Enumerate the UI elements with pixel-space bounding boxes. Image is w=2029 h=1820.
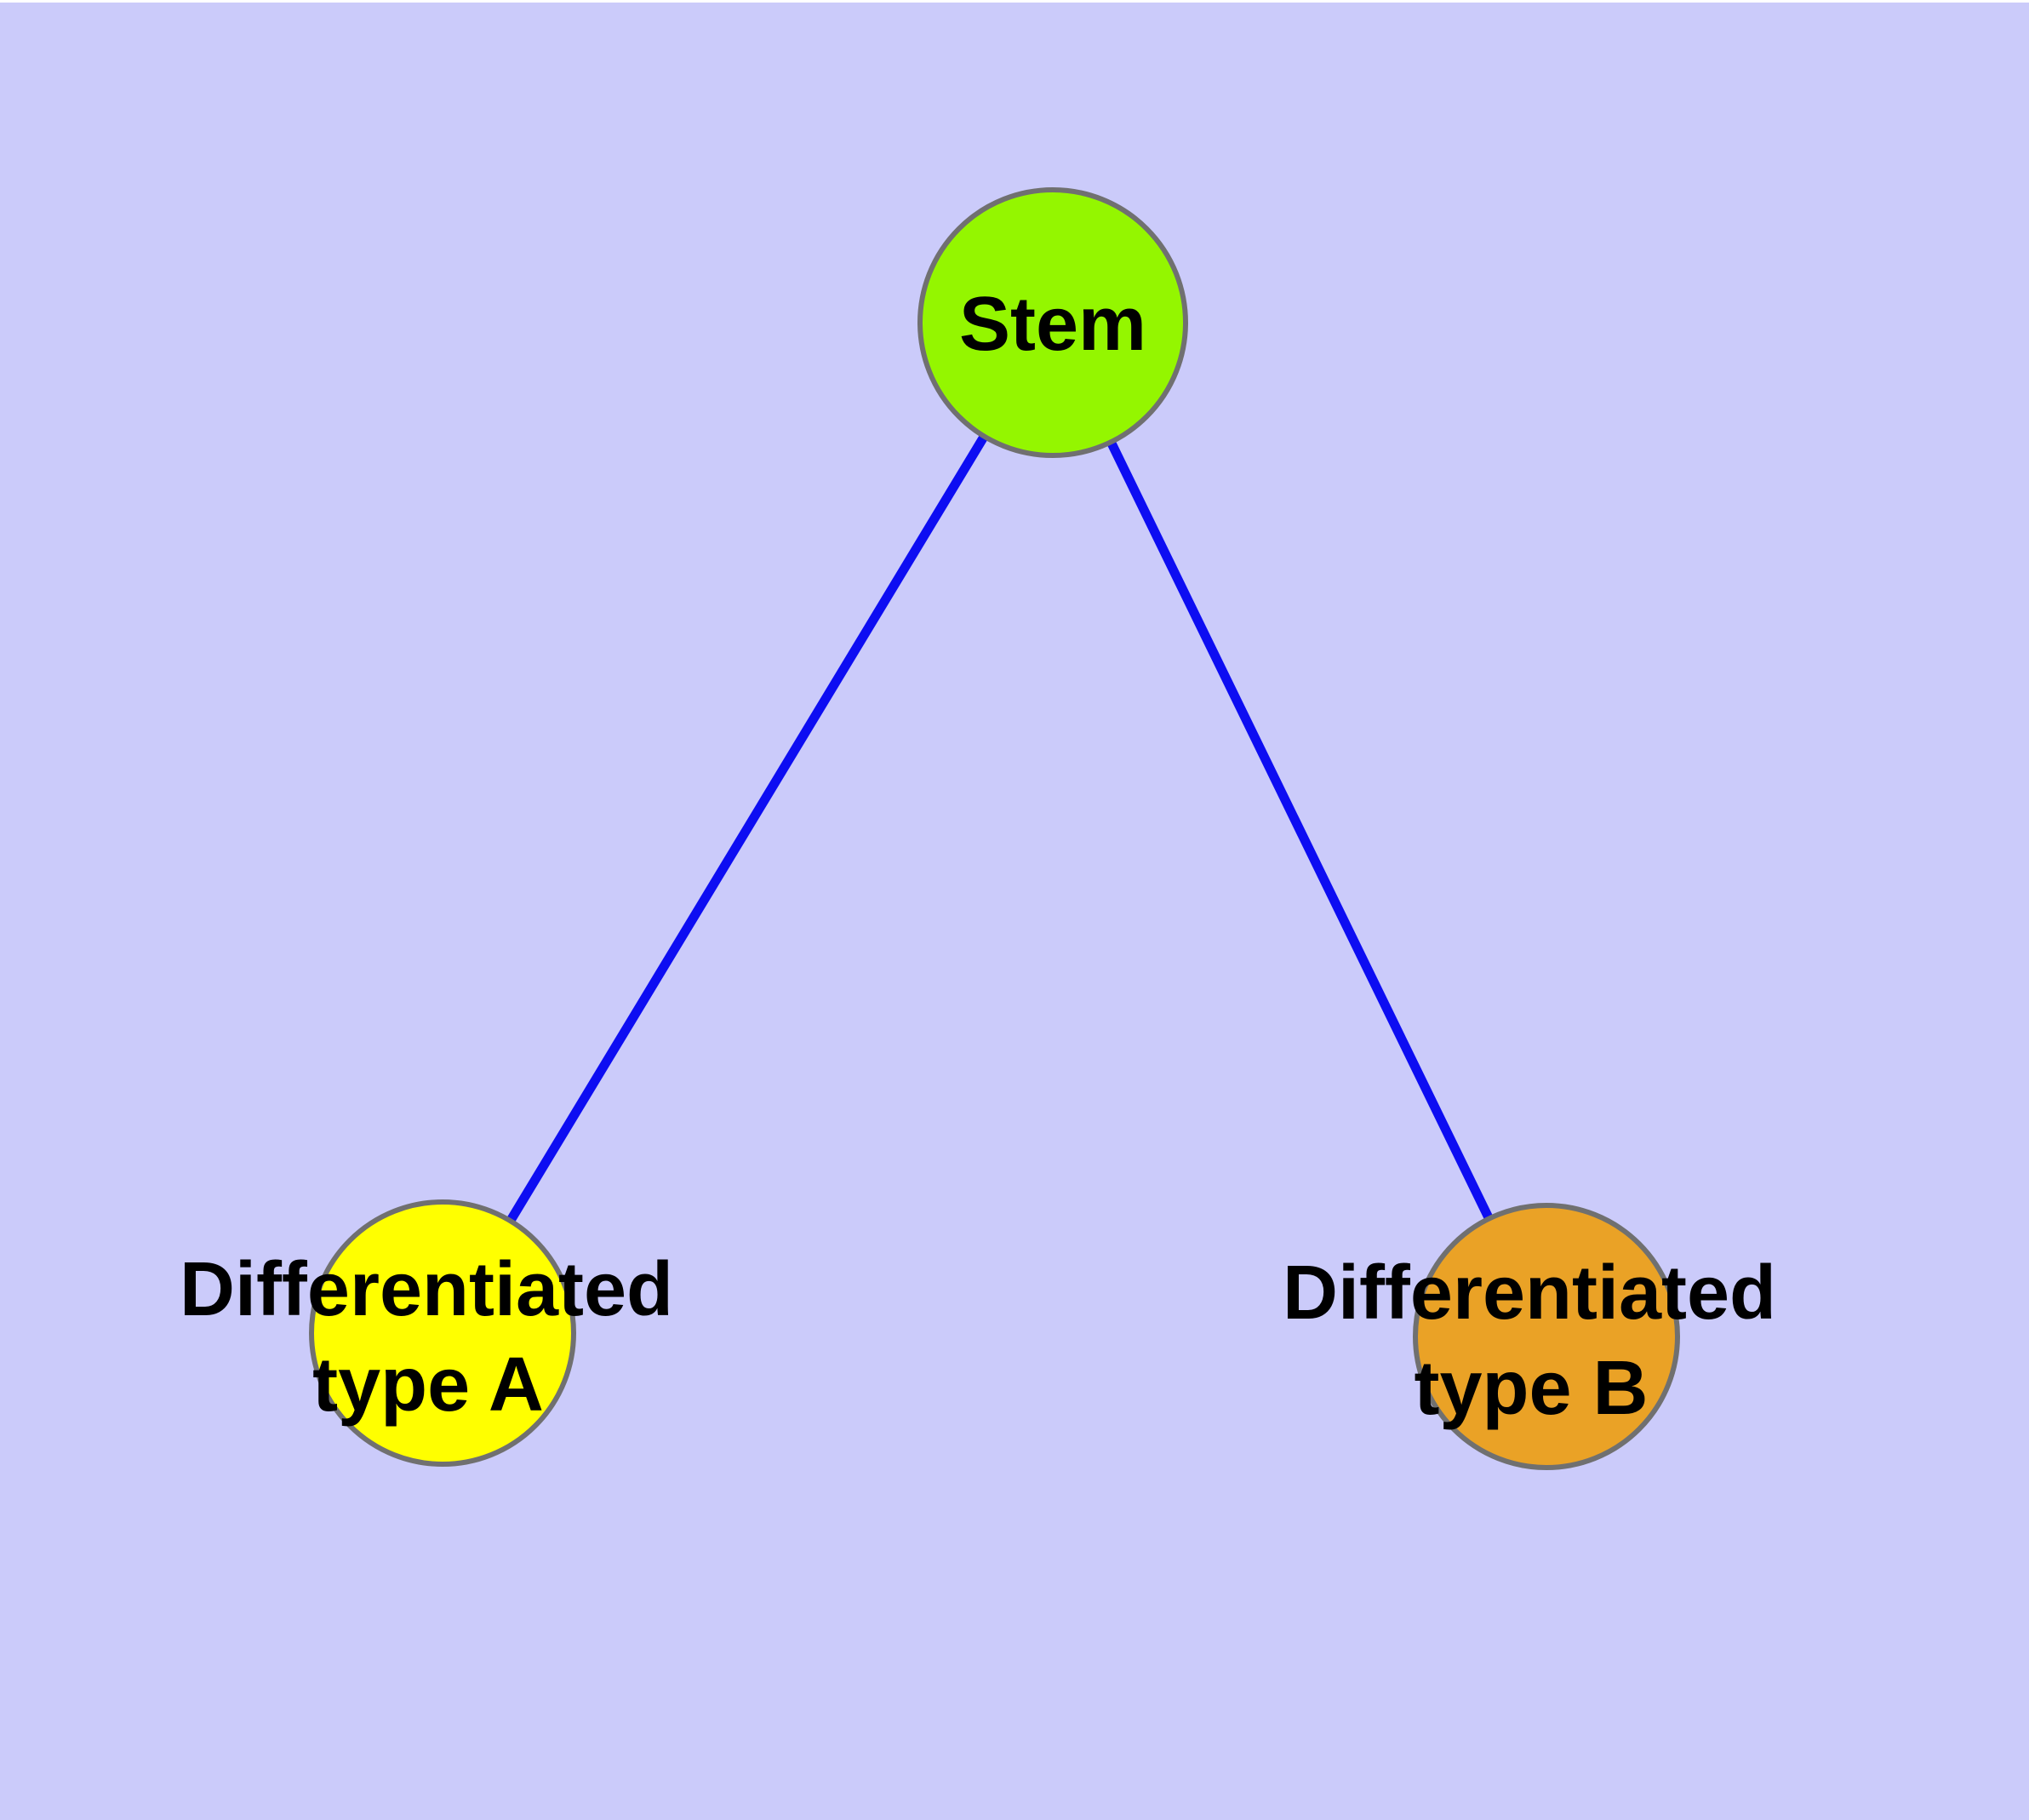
edge-stem-to-type-a: [438, 320, 1057, 1336]
type-a-node: [309, 1199, 576, 1467]
type-a-node-label-line-2: type A: [312, 1342, 544, 1428]
edge-stem-to-type-b: [1049, 320, 1551, 1339]
stem-node-label: Stem: [959, 282, 1146, 367]
type-b-node-label-line-1: Differentiated: [1283, 1251, 1776, 1336]
type-b-node: [1413, 1203, 1680, 1470]
type-a-node-label-line-1: Differentiated: [180, 1247, 673, 1332]
type-b-node-label-line-2: type B: [1414, 1346, 1648, 1431]
top-margin-strip: [0, 0, 2029, 3]
stem-node: [917, 187, 1188, 458]
